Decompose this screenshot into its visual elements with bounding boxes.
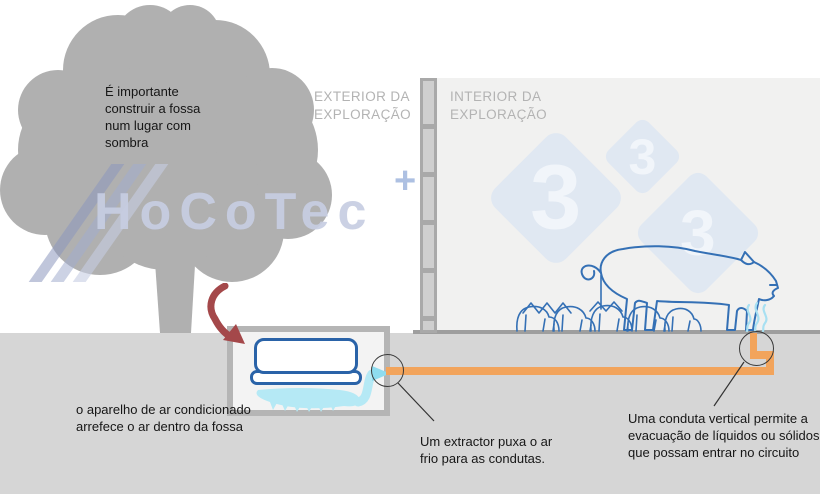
duct-highlight-circle [739, 331, 774, 366]
ac-unit-body [254, 338, 358, 374]
shade-note: É importante construir a fossa num lugar… [105, 84, 201, 151]
duct-note: Uma conduta vertical permite a evacuação… [628, 411, 820, 461]
ac-note: o aparelho de ar condicionado arrefece o… [76, 402, 251, 435]
piglets-icon [516, 274, 702, 332]
interior-zone-label: INTERIOR DA EXPLORAÇÃO [450, 89, 548, 122]
extractor-note: Um extractor puxa o ar frio para as cond… [420, 434, 553, 467]
logo-text: HoCoTec [94, 183, 375, 241]
diamond-number: 3 [530, 146, 582, 249]
company-logo-watermark: HoCoTec + [28, 158, 430, 288]
exterior-zone-label: EXTERIOR DA EXPLORAÇÃO [314, 89, 412, 122]
air-duct-elbow [766, 351, 774, 375]
sow-pig-icon [580, 245, 779, 331]
air-duct-horizontal [386, 367, 774, 375]
diamond-number: 3 [628, 128, 657, 185]
extractor-highlight-circle [371, 354, 404, 387]
logo-plus-icon: + [394, 160, 417, 202]
warm-air-arrow-icon [207, 283, 245, 344]
barn-floor-line [413, 330, 820, 334]
heat-waves-icon [745, 301, 768, 333]
pig-and-piglets-sketch [516, 245, 779, 333]
barn-wall [420, 78, 437, 333]
